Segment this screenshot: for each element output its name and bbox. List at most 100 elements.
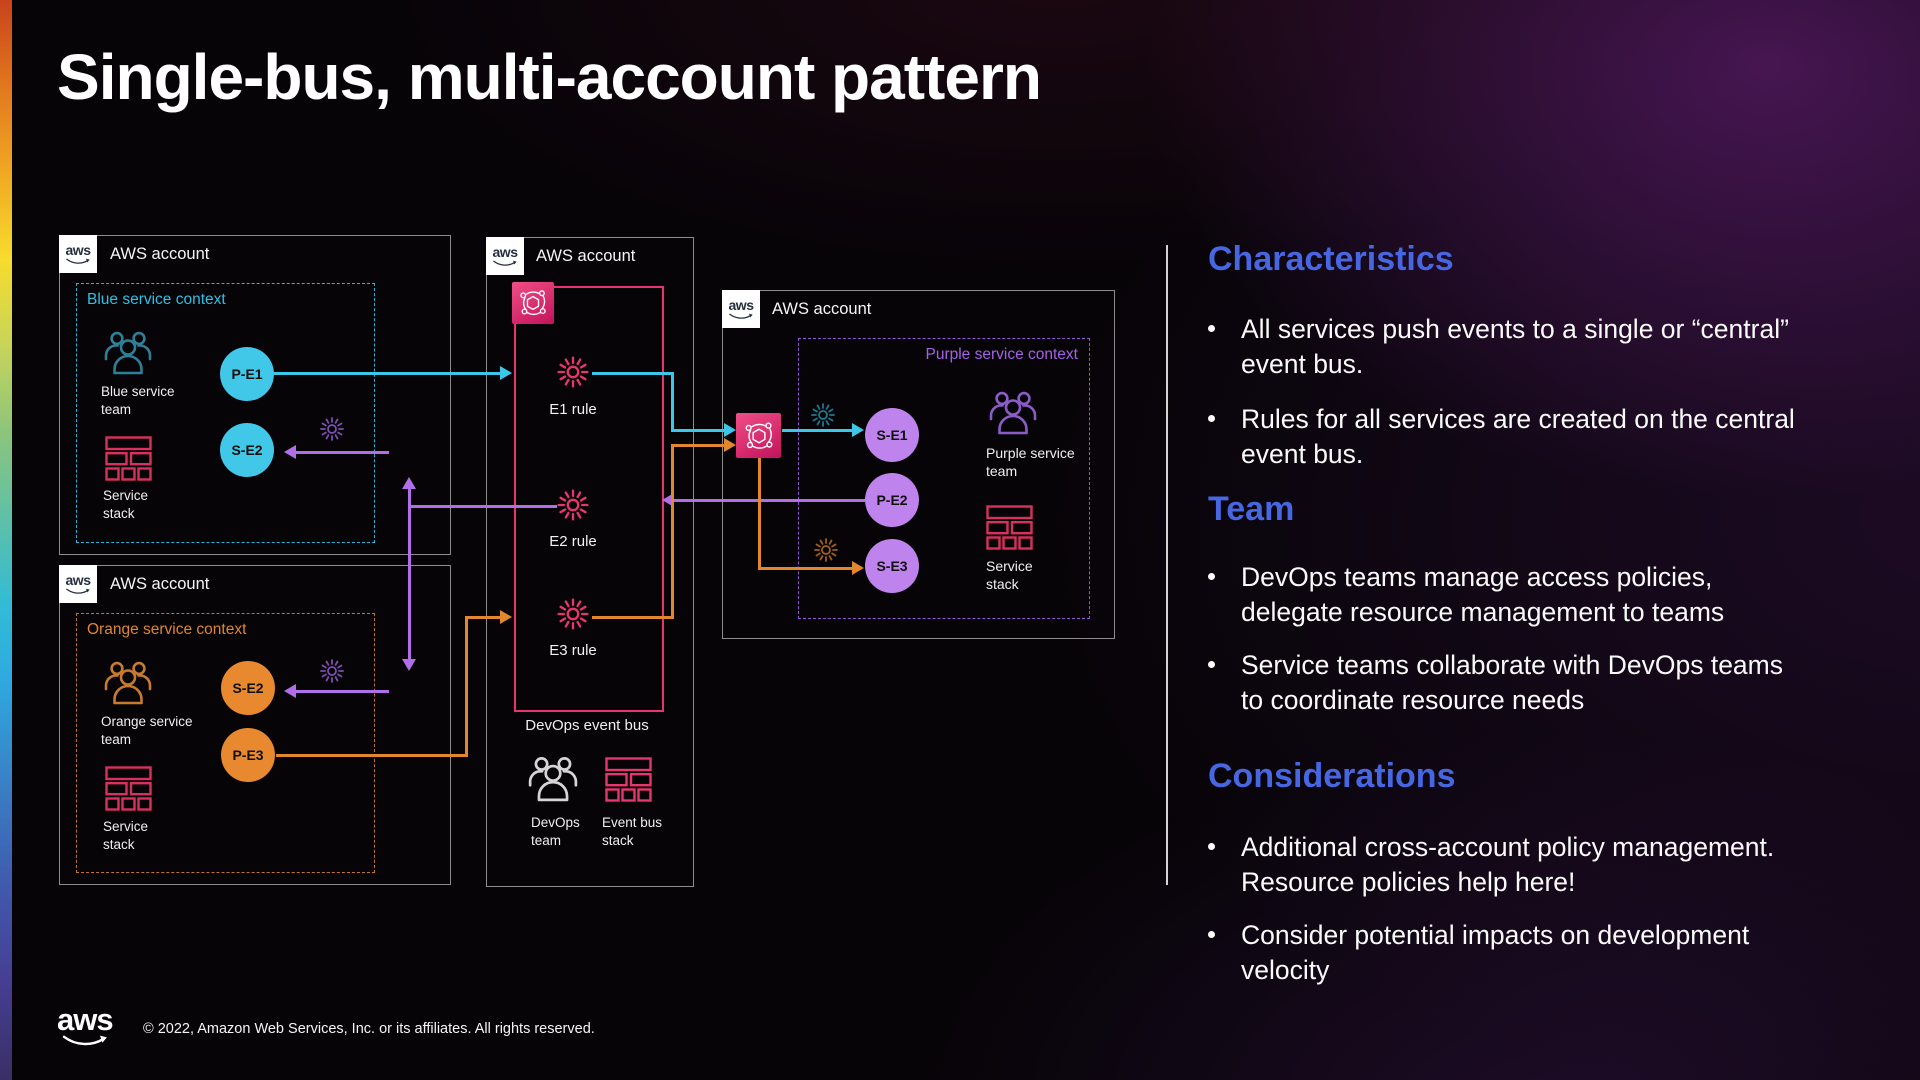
- arrowhead: [500, 366, 512, 380]
- event-bus-stack-icon: [605, 757, 652, 802]
- purple-context-label: Purple service context: [925, 346, 1079, 363]
- event-circle-pe1: P-E1: [220, 347, 274, 401]
- flow-line-purple: [296, 689, 389, 693]
- team-icon: [988, 387, 1038, 437]
- flow-line-purple: [674, 498, 865, 502]
- arrowhead: [284, 684, 296, 698]
- bullet-text: Rules for all services are created on th…: [1241, 404, 1795, 469]
- arrowhead: [402, 477, 416, 489]
- event-circle-pe3: P-E3: [221, 728, 275, 782]
- arrowhead: [284, 445, 296, 459]
- account-label: AWS account: [110, 575, 210, 593]
- orange-context-box: [76, 613, 375, 873]
- aws-badge: aws: [59, 235, 97, 273]
- divider: [1166, 245, 1168, 885]
- event-circle-pe2: P-E2: [865, 473, 919, 527]
- team-caption: Purple service team: [986, 445, 1075, 480]
- event-bus-label: DevOps event bus: [525, 717, 649, 734]
- devops-account-box: [486, 237, 694, 887]
- bullet-text: DevOps teams manage access policies, del…: [1241, 562, 1725, 627]
- rule-label-e2: E2 rule: [549, 533, 597, 550]
- arrowhead: [724, 438, 736, 452]
- flow-line-purple: [407, 489, 411, 661]
- arrowhead: [852, 423, 864, 437]
- aws-smile-icon: [493, 260, 517, 267]
- aws-smile-icon: [729, 313, 753, 320]
- bullet-text: Service teams collaborate with DevOps te…: [1241, 650, 1783, 715]
- account-label: AWS account: [772, 300, 872, 318]
- event-circle-se3: S-E3: [865, 539, 919, 593]
- aws-badge: aws: [59, 565, 97, 603]
- account-label: AWS account: [110, 245, 210, 263]
- flow-line-orange: [276, 753, 468, 757]
- flow-line-cyan: [782, 428, 852, 432]
- purple-account-box: [722, 290, 1115, 639]
- flow-line-cyan: [670, 371, 674, 432]
- section-heading-considerations: Considerations: [1208, 757, 1456, 795]
- team-caption: DevOps team: [531, 815, 580, 848]
- flow-line-cyan: [274, 371, 500, 375]
- rule-sun-icon: [319, 658, 345, 684]
- rule-sun-icon: [556, 597, 590, 631]
- service-stack-icon: [105, 766, 152, 811]
- flow-line-purple: [296, 450, 389, 454]
- section-heading-team: Team: [1208, 490, 1295, 528]
- bullet-dot: [1208, 325, 1215, 332]
- bullet-item: Rules for all services are created on th…: [1208, 402, 1908, 472]
- team-icon: [103, 327, 153, 377]
- bullet-dot: [1208, 415, 1215, 422]
- eventbridge-glyph-icon: [516, 286, 550, 320]
- aws-badge: aws: [486, 237, 524, 275]
- aws-logo: aws: [57, 1002, 114, 1037]
- event-circle-se1: S-E1: [865, 408, 919, 462]
- event-circle-se2-orange: S-E2: [221, 661, 275, 715]
- flow-line-orange: [670, 443, 725, 447]
- blue-account-box: [59, 235, 451, 555]
- bullet-item: Consider potential impacts on developmen…: [1208, 918, 1908, 988]
- slide-title: Single-bus, multi-account pattern: [57, 41, 1042, 113]
- aws-smile-icon: [66, 258, 90, 265]
- arrowhead: [852, 561, 864, 575]
- flow-line-cyan: [670, 428, 725, 432]
- aws-logo: aws: [65, 242, 91, 258]
- flow-line-orange: [757, 458, 761, 569]
- team-icon: [527, 752, 579, 804]
- stack-caption: Event bus stack: [602, 815, 663, 848]
- aws-footer-logo: aws: [57, 1002, 114, 1047]
- flow-line-cyan: [592, 371, 673, 375]
- rule-sun-icon: [810, 402, 836, 428]
- stack-caption: Service stack: [103, 488, 149, 521]
- blue-context-label: Blue service context: [87, 291, 226, 308]
- section-heading-characteristics: Characteristics: [1208, 240, 1454, 278]
- bullet-text: Additional cross-account policy manageme…: [1241, 832, 1775, 897]
- bullet-text: All services push events to a single or …: [1241, 314, 1789, 379]
- eventbridge-glyph-icon: [741, 418, 777, 454]
- rule-label-e1: E1 rule: [549, 401, 597, 418]
- team-caption: Orange service team: [101, 714, 193, 747]
- flow-line-orange: [757, 566, 853, 570]
- rule-sun-icon: [556, 355, 590, 389]
- aws-logo: aws: [492, 244, 518, 260]
- eventbridge-icon: [736, 413, 781, 458]
- flow-line-orange: [464, 615, 468, 757]
- aws-badge: aws: [722, 290, 760, 328]
- bullet-dot: [1208, 573, 1215, 580]
- service-stack-icon: [986, 505, 1033, 550]
- rule-label-e3: E3 rule: [549, 642, 597, 659]
- blue-context-box: [76, 283, 375, 543]
- bullet-item: All services push events to a single or …: [1208, 312, 1908, 382]
- aws-logo: aws: [65, 572, 91, 588]
- orange-context-label: Orange service context: [87, 621, 247, 638]
- team-caption: Blue service team: [101, 384, 175, 417]
- purple-context-box: [798, 338, 1090, 619]
- arrowhead: [500, 610, 512, 624]
- flow-line-orange: [464, 615, 501, 619]
- team-icon: [103, 657, 153, 707]
- aws-smile-icon: [61, 1035, 109, 1047]
- stack-caption: Service stack: [986, 558, 1033, 593]
- aws-logo: aws: [728, 297, 754, 313]
- stack-caption: Service stack: [103, 819, 149, 852]
- copyright-text: © 2022, Amazon Web Services, Inc. or its…: [143, 1021, 595, 1037]
- rule-sun-icon: [319, 416, 345, 442]
